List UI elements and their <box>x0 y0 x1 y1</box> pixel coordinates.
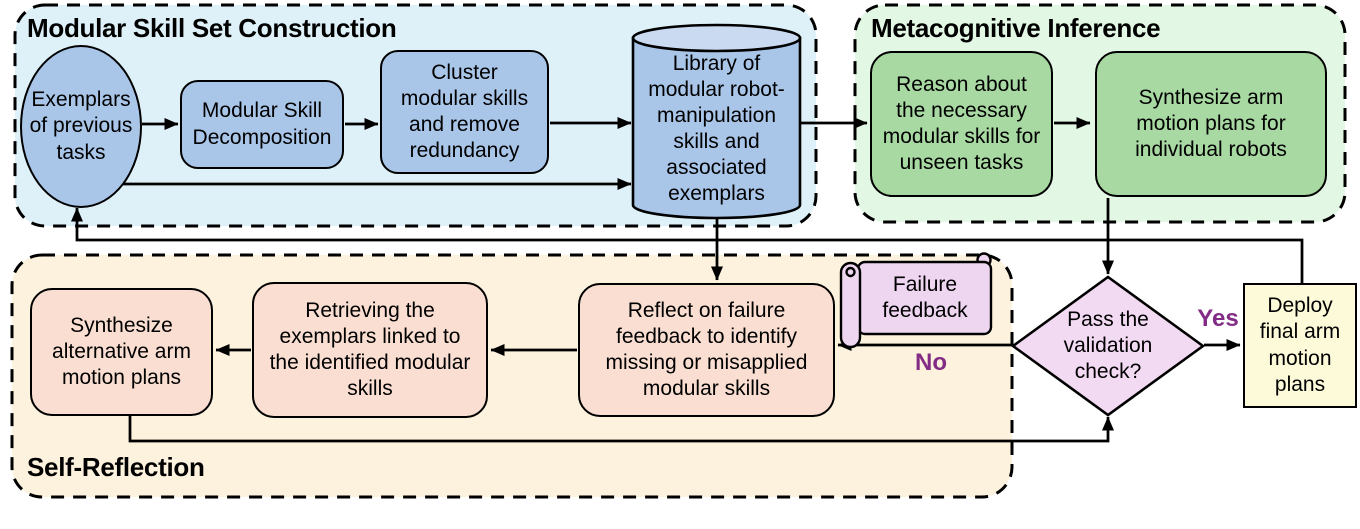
label-yes: Yes <box>1197 305 1239 332</box>
failure-feedback-scroll-shape <box>839 252 993 349</box>
node-exemplars-ellipse: Exemplars of previous tasks <box>20 45 142 208</box>
scroll-left-roll <box>839 261 862 349</box>
node-deploy-final-plans: Deploy final arm motion plans <box>1243 283 1357 408</box>
section-title-skill-construction: Modular Skill Set Construction <box>27 13 397 43</box>
cylinder-body <box>631 36 802 220</box>
node-synthesize-alternative-plans: Synthesize alternative arm motion plans <box>30 288 213 416</box>
node-reason-about-skills: Reason about the necessary modular skill… <box>870 51 1053 197</box>
node-failure-feedback-label: Failure feedback <box>882 272 968 322</box>
node-reflect-on-failure: Reflect on failure feedback to identify … <box>578 283 835 417</box>
cylinder-top <box>631 23 802 53</box>
scroll-left-curl <box>845 266 856 278</box>
node-synthesize-arm-motion-plans: Synthesize arm motion plans for individu… <box>1095 51 1327 197</box>
arrow-deploy-to-exemplars <box>71 207 1304 284</box>
section-title-metacognitive-inference: Metacognitive Inference <box>871 13 1161 43</box>
arrow-synthesize-alternative-to-validation <box>128 416 1114 443</box>
node-modular-skill-decomposition: Modular Skill Decomposition <box>180 80 344 169</box>
node-validation-check-label: Pass the validation check? <box>1063 307 1153 384</box>
node-retrieve-exemplars: Retrieving the exemplars linked to the i… <box>252 282 488 418</box>
node-cluster-modular-skills: Cluster modular skills and remove redund… <box>380 50 549 174</box>
validation-diamond-shape <box>1010 275 1206 417</box>
label-no: No <box>915 349 947 376</box>
library-cylinder-shape <box>631 23 802 220</box>
section-title-self-reflection: Self-Reflection <box>27 452 205 482</box>
node-library-label: Library of modular robot- manipulation s… <box>648 51 785 206</box>
